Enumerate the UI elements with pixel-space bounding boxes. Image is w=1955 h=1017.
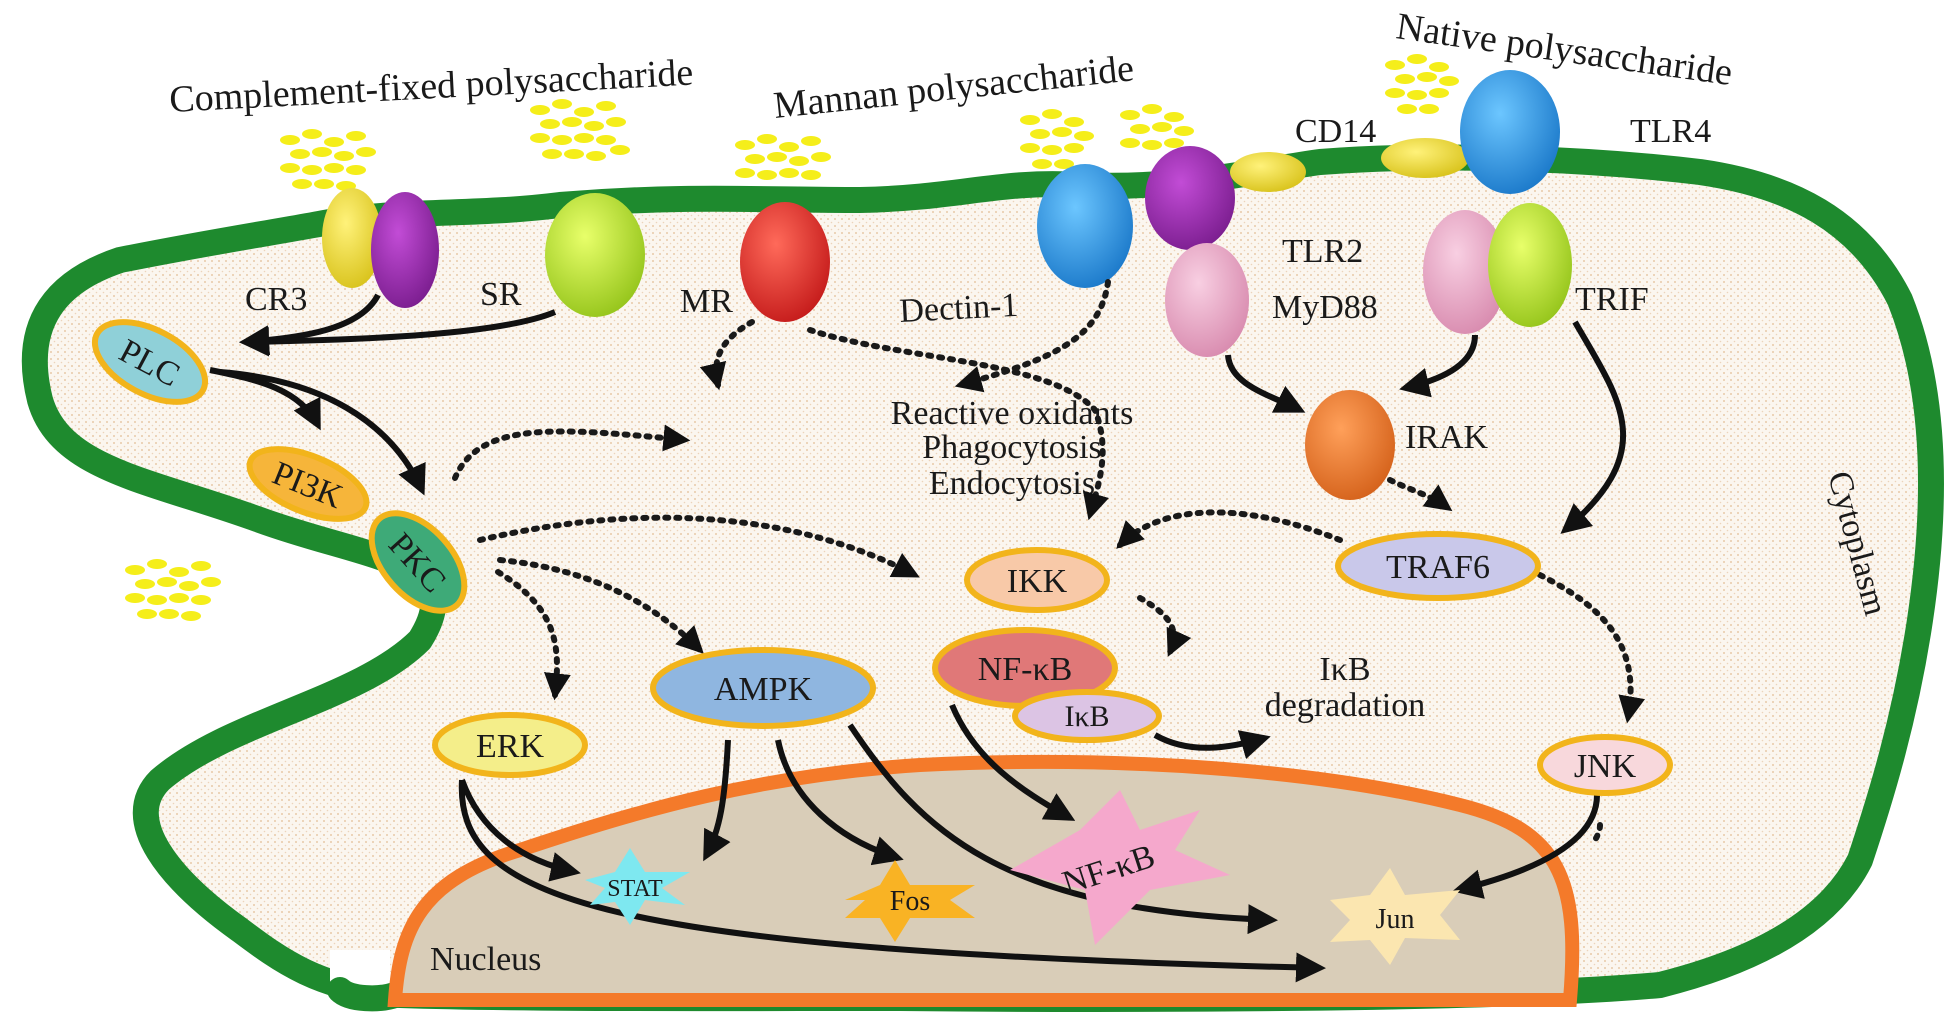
response-phagocytosis: Phagocytosis	[922, 429, 1101, 466]
stat-factor: STAT	[585, 848, 690, 925]
ampk-node: AMPK	[650, 647, 876, 729]
erk-node: ERK	[432, 712, 588, 778]
trif-adaptor	[1423, 203, 1572, 334]
ikb-degradation-line1: IκB	[1319, 651, 1370, 688]
activation-arrows	[209, 293, 1626, 983]
jnk-label: JNK	[1574, 748, 1637, 785]
sr-label: SR	[480, 276, 522, 313]
pkc-node: PKC	[368, 510, 468, 614]
complement-fixed-polysaccharide-label: Complement-fixed polysaccharide	[168, 52, 694, 121]
ikb-node: IκB	[1012, 689, 1162, 743]
receptor-tlr4	[1460, 70, 1560, 194]
nfkb-nuclear-factor: NF-κB	[1010, 790, 1230, 945]
myd88-adaptor	[1165, 243, 1249, 357]
dectin-1-label: Dectin-1	[898, 287, 1019, 330]
ampk-label: AMPK	[714, 671, 813, 708]
cd14-left	[1230, 152, 1306, 192]
jun-label: Jun	[1376, 904, 1415, 935]
receptor-mr	[740, 202, 830, 322]
trif-label: TRIF	[1575, 281, 1649, 318]
mr-label: MR	[680, 283, 733, 320]
response-endocytosis: Endocytosis	[929, 465, 1095, 502]
receptor-dectin-1	[1037, 164, 1133, 288]
ikb-label: IκB	[1064, 700, 1109, 733]
tlr2-label: TLR2	[1282, 233, 1363, 270]
cellular-responses: Reactive oxidants Phagocytosis Endocytos…	[891, 395, 1134, 502]
receptor-sr	[545, 193, 645, 317]
receptor-tlr2	[1145, 146, 1235, 250]
jun-factor: Jun	[1330, 868, 1460, 965]
ikk-label: IKK	[1007, 563, 1068, 600]
jnk-node: JNK	[1537, 734, 1673, 796]
ikb-degradation-line2: degradation	[1265, 687, 1426, 724]
traf6-label: TRAF6	[1386, 549, 1490, 586]
tlr4-label: TLR4	[1630, 113, 1711, 150]
nfkb-label: NF-κB	[978, 651, 1073, 688]
fos-factor: Fos	[845, 860, 975, 942]
traf6-node: TRAF6	[1335, 531, 1541, 601]
irak-node	[1305, 390, 1395, 500]
cr3-label: CR3	[245, 281, 307, 318]
irak-label: IRAK	[1405, 419, 1489, 456]
cd14-right	[1381, 138, 1469, 178]
fos-label: Fos	[890, 886, 930, 917]
mannan-polysaccharide-label: Mannan polysaccharide	[772, 47, 1136, 127]
myd88-label: MyD88	[1272, 289, 1378, 326]
polysaccharide-clusters	[125, 54, 1459, 621]
dotted-arrows	[452, 279, 1646, 843]
plc-node: PLC	[91, 319, 209, 405]
pi3k-node: PI3K	[246, 446, 370, 522]
stat-label: STAT	[607, 876, 663, 902]
receptor-cr3	[322, 188, 439, 308]
nucleus	[387, 754, 1580, 1007]
erk-label: ERK	[476, 728, 544, 765]
nucleus-label: Nucleus	[430, 941, 541, 978]
ikk-node: IKK	[964, 547, 1110, 613]
response-reactive-oxidants: Reactive oxidants	[891, 395, 1134, 432]
cd14-label: CD14	[1295, 113, 1376, 150]
